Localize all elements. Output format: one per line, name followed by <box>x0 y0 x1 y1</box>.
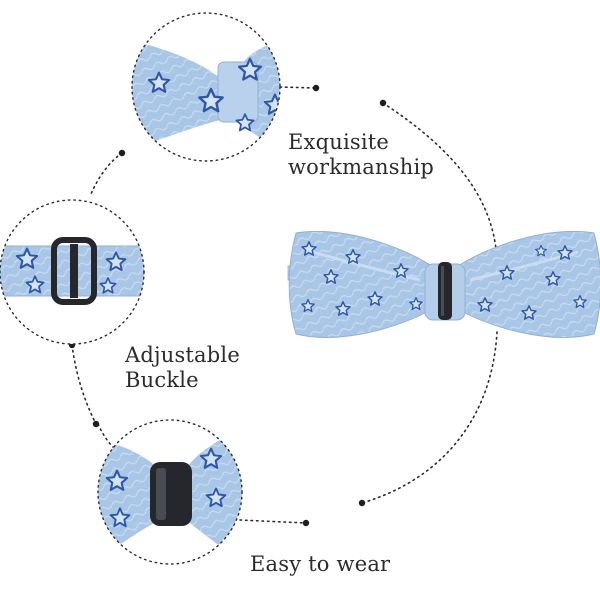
detail-circle-buckle <box>0 200 144 344</box>
feature-label-buckle: Adjustable Buckle <box>125 343 240 393</box>
connector-dots <box>68 84 387 527</box>
detail-circle-workmanship <box>132 13 280 161</box>
feature-label-easy-wear: Easy to wear <box>250 552 390 577</box>
feature-label-line: Exquisite <box>288 130 390 154</box>
dotted-connectors <box>71 86 498 524</box>
feature-label-workmanship: Exquisite workmanship <box>288 130 434 180</box>
detail-circle-easy-wear <box>98 420 242 564</box>
feature-label-line: workmanship <box>288 155 435 179</box>
feature-label-line: Easy to wear <box>250 552 391 576</box>
feature-label-line: Adjustable <box>125 343 240 367</box>
feature-label-line: Buckle <box>125 368 199 392</box>
bow-tie-icon <box>287 230 600 338</box>
